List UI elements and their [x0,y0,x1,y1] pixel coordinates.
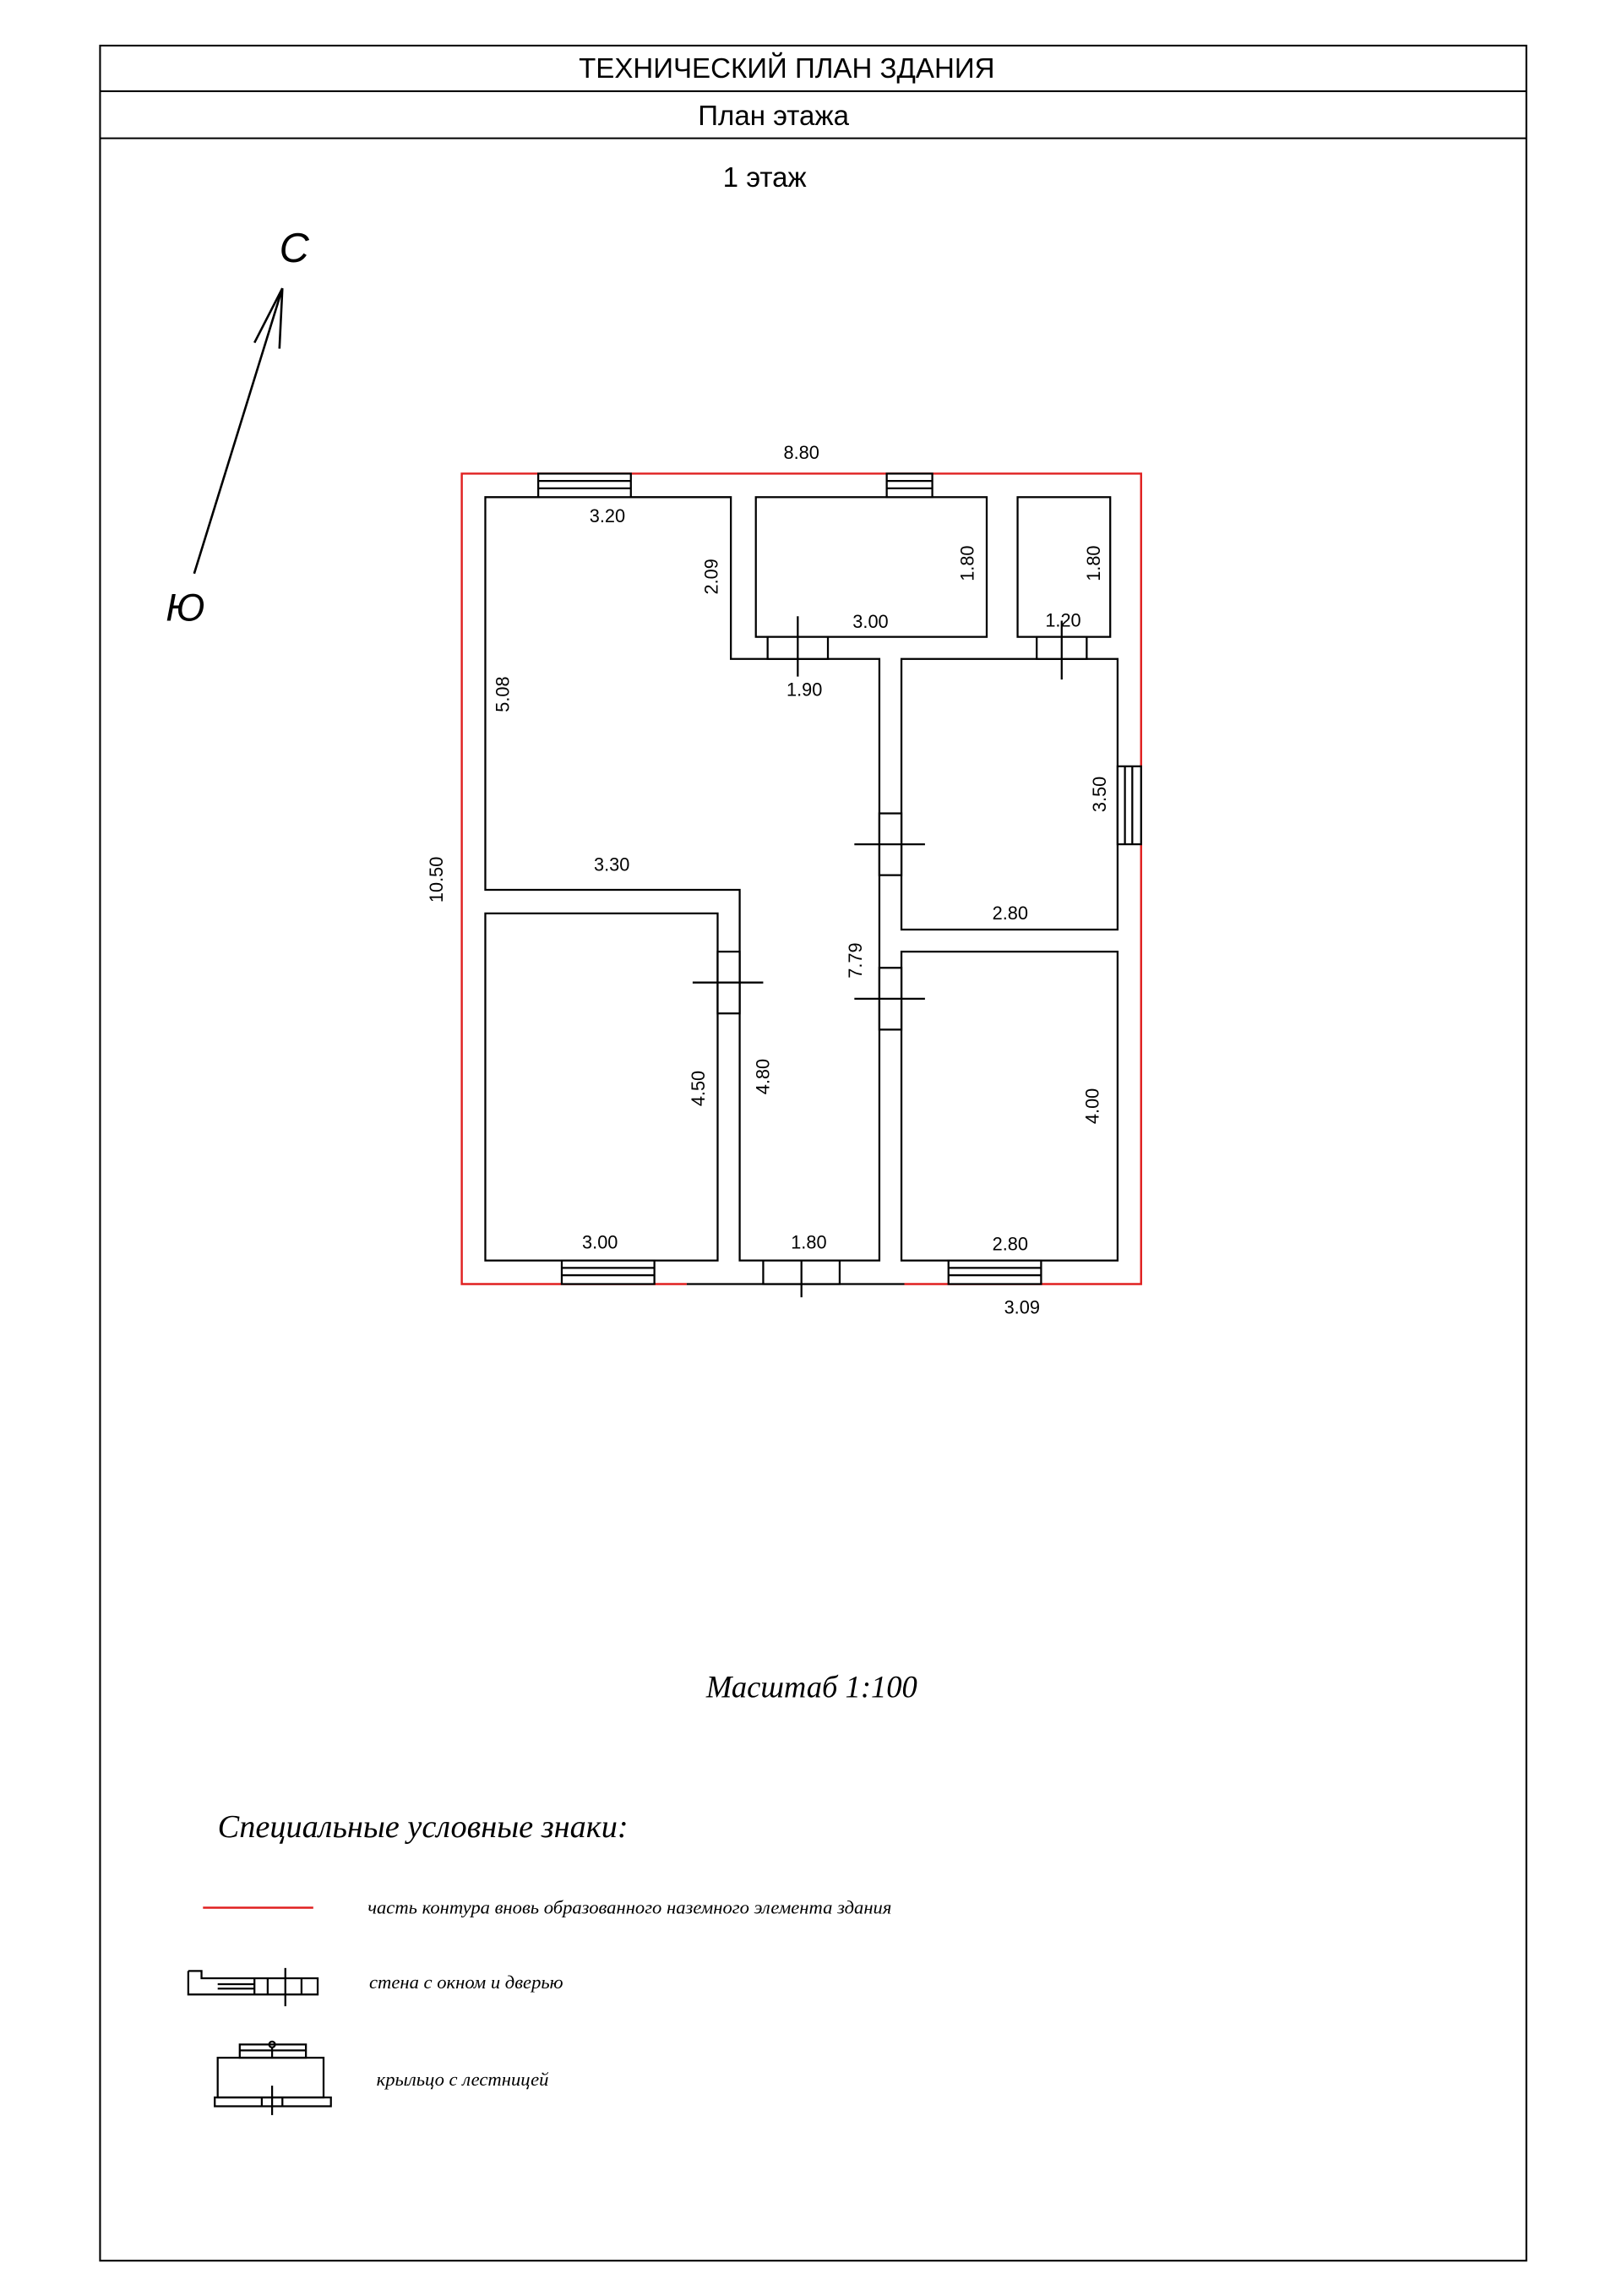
dimension-label: 7.79 [845,942,866,978]
door-right-lower-room [854,967,925,1031]
room-living-corridor [484,496,881,1262]
sheet-frame [99,44,1527,2262]
dimension-label: 3.00 [852,611,888,632]
window-top-left [536,472,632,499]
porch-stairs-symbol-icon [214,2040,332,2115]
dimension-label: 1.90 [787,679,822,700]
dimension-label: 4.80 [752,1059,773,1094]
room-top-middle [754,496,988,638]
floor-label: 1 этаж [723,162,807,194]
compass-south-label: Ю [166,586,204,630]
outer-contour [460,472,1142,1285]
dimension-label: 1.80 [1083,545,1104,581]
floor-plan: 8.80 3.20 2.09 1.80 3.00 1.80 1.20 1.90 … [426,442,1142,1317]
window-right [1116,765,1142,846]
north-arrow-icon [193,287,284,575]
dimension-label: 10.50 [426,857,447,903]
door-right-upper-room [854,812,925,876]
wall-window-door-symbol-icon [187,1967,319,2007]
dimension-label: 1.80 [791,1232,826,1253]
legend-label: крыльцо с лестницей [377,2069,550,2090]
legend-heading: Специальные условные знаки: [218,1809,629,1845]
dimension-label: 4.50 [688,1071,709,1106]
dimension-label: 3.30 [594,854,629,875]
dimension-label: 3.09 [1004,1296,1040,1317]
window-top-middle [885,472,933,499]
door-top-middle-room [766,616,830,677]
dimension-label: 3.50 [1089,777,1110,812]
door-left-lower-room [692,951,764,1015]
scale-label: Масштаб 1:100 [705,1670,917,1704]
door-small-room [1036,620,1088,680]
dimension-label: 3.00 [582,1232,618,1253]
dimension-label: 2.80 [993,903,1028,924]
door-entrance [762,1259,841,1298]
dimension-label: 1.80 [956,545,977,581]
dimension-label: 8.80 [784,442,819,463]
legend-label: стена с окном и дверью [369,1972,563,1993]
window-bottom-right [947,1259,1042,1285]
compass-north-label: С [280,226,310,271]
dimension-label: 1.20 [1045,609,1080,630]
dimension-label: 4.00 [1081,1088,1102,1124]
room-left-lower [484,912,719,1262]
legend-label: часть контура вновь образованного наземн… [367,1896,891,1917]
document-title: ТЕХНИЧЕСКИЙ ПЛАН ЗДАНИЯ [579,52,994,85]
dimension-label: 3.20 [590,505,625,526]
window-bottom-left [560,1259,656,1285]
dimension-label: 5.08 [492,676,513,712]
room-right-upper [900,657,1119,931]
dimension-label: 2.09 [700,559,721,594]
plan-subtitle: План этажа [698,101,849,132]
dimension-label: 2.80 [993,1233,1028,1254]
